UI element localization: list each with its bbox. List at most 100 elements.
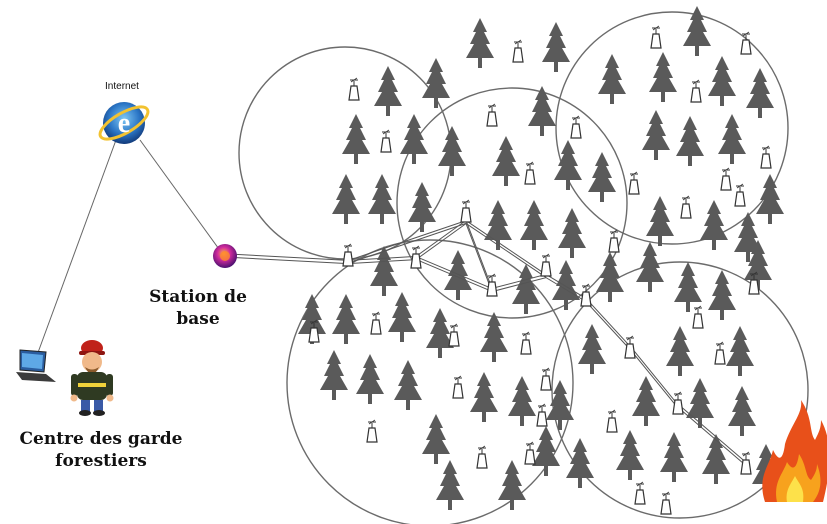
- coverage-circle: [396, 87, 628, 319]
- sensor-node-icon: [476, 445, 488, 469]
- base-station-label: Station de base: [138, 286, 258, 330]
- pine-tree-icon: [408, 182, 436, 232]
- pine-tree-icon: [718, 114, 746, 164]
- pine-tree-icon: [498, 460, 526, 510]
- sensor-node-icon: [714, 341, 726, 365]
- pine-tree-icon: [438, 126, 466, 176]
- pine-tree-icon: [708, 56, 736, 106]
- sensor-node-icon: [628, 171, 640, 195]
- internet-explorer-icon: e: [98, 102, 150, 144]
- sensor-node-icon: [366, 419, 378, 443]
- base-station-label-line2: base: [176, 309, 220, 329]
- pine-tree-icon: [676, 116, 704, 166]
- pine-tree-icon: [332, 174, 360, 224]
- pine-tree-icon: [542, 22, 570, 72]
- routing-link: [347, 222, 467, 264]
- pine-tree-icon: [436, 460, 464, 510]
- pine-tree-icon: [508, 376, 536, 426]
- pine-tree-icon: [528, 86, 556, 136]
- pine-tree-icon: [368, 174, 396, 224]
- pine-tree-icon: [646, 196, 674, 246]
- routing-path: [235, 222, 747, 466]
- pine-tree-icon: [512, 264, 540, 314]
- pine-tree-icon: [702, 434, 730, 484]
- sensor-node-icon: [606, 409, 618, 433]
- sensor-node-icon: [370, 311, 382, 335]
- pine-tree-icon: [394, 360, 422, 410]
- sensor-node-icon: [650, 25, 662, 49]
- sensor-node-icon: [524, 441, 536, 465]
- pine-tree-icon: [422, 58, 450, 108]
- sensor-node-icon: [536, 403, 548, 427]
- pine-tree-icon: [642, 110, 670, 160]
- pine-tree-icon: [708, 270, 736, 320]
- base-station-icon: [213, 244, 237, 268]
- pine-tree-icon: [660, 432, 688, 482]
- pine-tree-icon: [492, 136, 520, 186]
- pine-tree-icon: [632, 376, 660, 426]
- sensor-node-icon: [520, 331, 532, 355]
- pine-tree-icon: [728, 386, 756, 436]
- sensor-node-icon: [486, 273, 498, 297]
- pine-tree-icon: [598, 54, 626, 104]
- routing-link: [347, 220, 467, 262]
- sensor-node-icon: [448, 323, 460, 347]
- fire-icon: [762, 400, 827, 502]
- pine-tree-icon: [686, 378, 714, 428]
- pine-tree-icon: [332, 294, 360, 344]
- sensor-node-icon: [692, 305, 704, 329]
- pine-tree-icon: [674, 262, 702, 312]
- pine-tree-icon: [470, 372, 498, 422]
- sensor-node-icon: [512, 39, 524, 63]
- sensor-node-icon: [680, 195, 692, 219]
- base-station-label-line1: Station de: [149, 287, 247, 307]
- pine-tree-icon: [444, 250, 472, 300]
- svg-text:e: e: [118, 108, 130, 139]
- sensor-node-icon: [452, 375, 464, 399]
- sensor-node-icon: [740, 451, 752, 475]
- sensor-node-icon: [460, 199, 472, 223]
- sensor-node-icon: [672, 391, 684, 415]
- laptop-icon: [16, 349, 56, 382]
- sensor-node-icon: [342, 243, 354, 267]
- routing-path: [235, 219, 747, 463]
- pine-tree-icon: [426, 308, 454, 358]
- sensor-node-icon: [540, 367, 552, 391]
- sensor-node-icon: [734, 183, 746, 207]
- pine-tree-icon: [400, 114, 428, 164]
- sensor-node-icon: [760, 145, 772, 169]
- pine-tree-icon: [520, 200, 548, 250]
- pine-tree-icon: [746, 68, 774, 118]
- ranger-centre-label-line2: forestiers: [55, 451, 147, 471]
- pine-tree-icon: [649, 52, 677, 102]
- sensor-node-icon: [486, 103, 498, 127]
- sensor-node-icon: [410, 245, 422, 269]
- routing-link: [465, 222, 547, 278]
- sensor-node-icon: [540, 253, 552, 277]
- sensor-node-icon: [608, 229, 620, 253]
- pine-tree-icon: [756, 174, 784, 224]
- pine-tree-icon: [558, 208, 586, 258]
- pine-tree-icon: [320, 350, 348, 400]
- sensor-node-icon: [348, 77, 360, 101]
- forest-ranger-icon: [70, 340, 114, 416]
- pine-tree-icon: [552, 260, 580, 310]
- sensor-node-icon: [570, 115, 582, 139]
- link-internet-laptop: [35, 139, 117, 359]
- sensor-node-icon: [524, 161, 536, 185]
- internet-label: Internet: [105, 81, 139, 92]
- pine-tree-icon: [636, 242, 664, 292]
- sensor-node-icon: [624, 335, 636, 359]
- pine-tree-icon: [342, 114, 370, 164]
- sensor-node-icon: [380, 129, 392, 153]
- ranger-centre-label: Centre des garde forestiers: [8, 428, 194, 472]
- sensor-node-icon: [634, 481, 646, 505]
- pine-tree-icon: [588, 152, 616, 202]
- sensor-node-icon: [690, 79, 702, 103]
- coverage-circle: [555, 11, 789, 245]
- pine-tree-icon: [356, 354, 384, 404]
- pine-tree-icon: [666, 326, 694, 376]
- sensor-node-icon: [720, 167, 732, 191]
- sensor-node-icon: [660, 491, 672, 515]
